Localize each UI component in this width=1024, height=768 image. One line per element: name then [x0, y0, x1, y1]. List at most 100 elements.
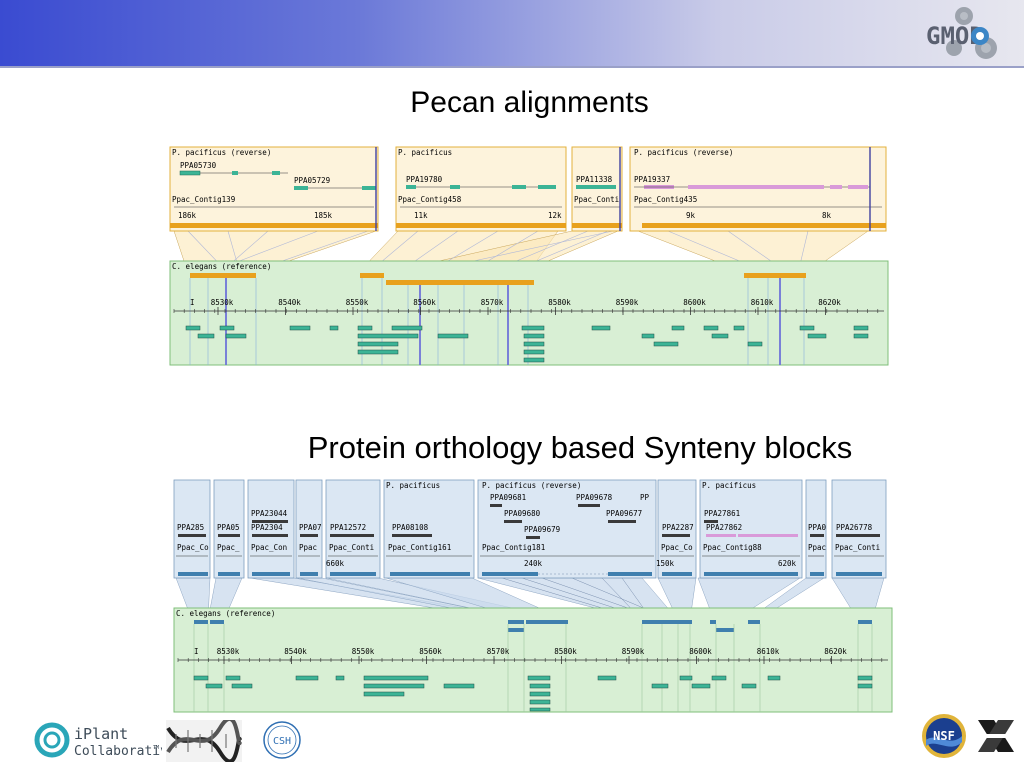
panel-species: P. pacificus	[386, 481, 440, 490]
gene-label: PPA12572	[330, 523, 366, 532]
axis-tick-label: 12k	[548, 211, 562, 220]
gene-label: PPA05	[217, 523, 240, 532]
axis-tick-label: 8530k	[217, 647, 240, 656]
axis-tick-label: 8610k	[757, 647, 780, 656]
gene-label: PPA19780	[406, 175, 443, 184]
query-panel-4: P. pacificus (reverse) PPA19337 Ppac_Con…	[629, 146, 887, 232]
slide-title-bottom: Protein orthology based Synteny blocks	[307, 430, 853, 465]
contig-label: Ppac_Conti	[329, 543, 374, 552]
axis-tick-label: 8580k	[554, 647, 577, 656]
gmod-logo: GMOD	[926, 7, 997, 59]
axis-tick-label: 186k	[178, 211, 197, 220]
axis-tick-label: 150k	[656, 559, 675, 568]
contig-label: Ppac_Conti	[574, 195, 619, 204]
reference-axis-ticks: 8530k 8540k 8550k 8560k 8570k 8580k 8590k 8600k…	[177, 647, 883, 664]
header-bar	[0, 0, 1024, 66]
contig-label: Ppac_Conti	[835, 543, 880, 552]
axis-tick-label: 620k	[778, 559, 797, 568]
gene-label: PPA19337	[634, 175, 670, 184]
panel-species: P. pacificus	[702, 481, 756, 490]
axis-tick-label: 8540k	[284, 647, 307, 656]
axis-tick-label: 11k	[414, 211, 428, 220]
gene-label: PPA23044	[251, 509, 288, 518]
bottom-reference-genes	[193, 675, 873, 712]
bottom-query-panels	[173, 479, 887, 579]
axis-tick-label: 8600k	[689, 647, 712, 656]
gene-label: PPA05730	[180, 161, 217, 170]
gene-label: PPA2304	[251, 523, 283, 532]
gene-label: PPA27862	[706, 523, 742, 532]
axis-tick-label: 8620k	[824, 647, 847, 656]
gene-label: PPA285	[177, 523, 204, 532]
contig-label: Ppac_Co	[177, 543, 209, 552]
axis-tick-label: 240k	[524, 559, 543, 568]
axis-tick-label: 8590k	[616, 298, 639, 307]
iplant-trademark: TM	[153, 745, 159, 751]
gene-label: PPA05729	[294, 176, 330, 185]
axis-tick-label: 8590k	[622, 647, 645, 656]
query-panel-1: P. pacificus (reverse) PPA05730 PPA05729…	[169, 146, 379, 232]
gene-label: PP	[640, 493, 650, 502]
axis-tick-label: 8620k	[818, 298, 841, 307]
header-divider	[0, 66, 1024, 68]
panel-species: P. pacificus	[398, 148, 452, 157]
gene-label: PPA0	[808, 523, 827, 532]
bottom-query-bars	[178, 572, 882, 576]
axis-tick-label: 8610k	[751, 298, 774, 307]
contig-label: Ppac_Contig88	[703, 543, 762, 552]
reference-label: C. elegans (reference)	[176, 609, 275, 618]
contig-label: Ppac_Contig458	[398, 195, 462, 204]
csh-logo: CSH	[263, 721, 301, 759]
panel-species: P. pacificus (reverse)	[482, 481, 581, 490]
contig-label: Ppac_Contig181	[482, 543, 545, 552]
axis-tick-label: 8570k	[481, 298, 504, 307]
axis-tick-label: 8560k	[419, 647, 442, 656]
gene-label: PPA09678	[576, 493, 613, 502]
gene-label: PPA26778	[836, 523, 873, 532]
gene-label: PPA09681	[490, 493, 526, 502]
axis-tick-label: 660k	[326, 559, 345, 568]
partner-logo	[978, 720, 1014, 752]
chromosome-marker: I	[194, 647, 199, 656]
gene-label: PPA2287	[662, 523, 694, 532]
top-alignment-view: P. pacificus (reverse) PPA05730 PPA05729…	[169, 146, 889, 366]
axis-tick-label: 8580k	[548, 298, 571, 307]
axis-tick-label: 9k	[686, 211, 696, 220]
contig-label: Ppac_Contig139	[172, 195, 235, 204]
reference-genes	[185, 325, 869, 363]
contig-label: Ppac_	[217, 543, 240, 552]
bottom-reference-panel: C. elegans (reference) I 8530k 8540k 8550k…	[173, 607, 893, 713]
gene-label: PPA09679	[524, 525, 560, 534]
contig-label: Ppac_Contig435	[634, 195, 697, 204]
reference-synteny-bars	[194, 620, 872, 632]
gene-label: PPA11338	[576, 175, 613, 184]
reference-label: C. elegans (reference)	[172, 262, 271, 271]
axis-tick-label: 8570k	[487, 647, 510, 656]
axis-tick-label: 8560k	[413, 298, 436, 307]
bottom-query-genes	[178, 504, 880, 539]
contig-label: Ppac_Contig161	[388, 543, 451, 552]
reference-highlight-bars	[190, 273, 806, 285]
axis-tick-label: 8550k	[352, 647, 375, 656]
slide-title-top: Pecan alignments	[410, 86, 649, 119]
panel-species: P. pacificus (reverse)	[172, 148, 271, 157]
gene-label: PPA07	[299, 523, 322, 532]
iplant-text-2: Collaborative	[74, 744, 162, 759]
bottom-reference-guide-lines	[193, 624, 873, 712]
axis-tick-label: 8540k	[278, 298, 301, 307]
iplant-text: iPlant	[74, 725, 128, 743]
query-panel-2: P. pacificus PPA19780 Ppac_Contig458 11k…	[395, 146, 567, 232]
gene-label: PPA27861	[704, 509, 740, 518]
bottom-panel-labels: P. pacificus P. pacificus (reverse) P. p…	[177, 481, 880, 568]
bottom-synteny-view: P. pacificus P. pacificus (reverse) P. p…	[173, 479, 893, 713]
axis-tick-label: 185k	[314, 211, 333, 220]
chromosome-marker: I	[190, 298, 195, 307]
contig-label: Ppac_Con	[251, 543, 287, 552]
nsf-text: NSF	[933, 729, 955, 743]
dna-helix-logo	[166, 720, 242, 762]
contig-label: Ppac	[299, 543, 317, 552]
axis-tick-label: 8550k	[346, 298, 369, 307]
panel-species: P. pacificus (reverse)	[634, 148, 733, 157]
